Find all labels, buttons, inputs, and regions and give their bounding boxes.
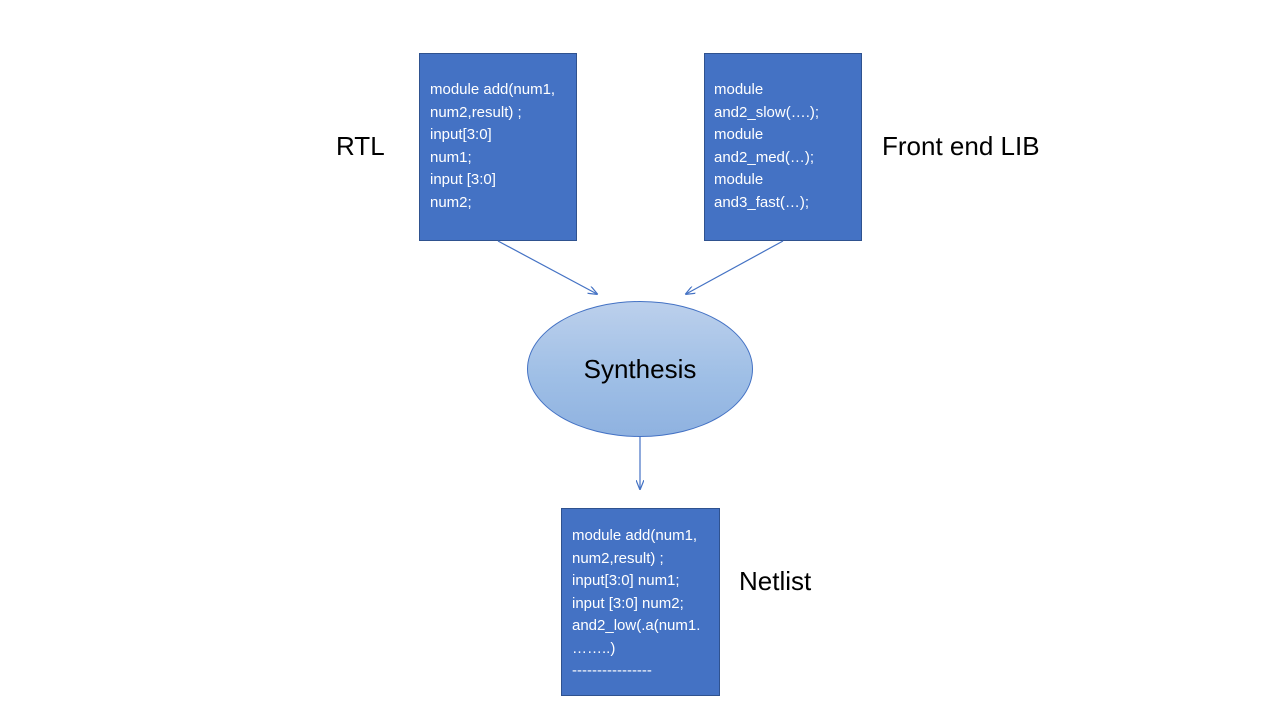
- synthesis-label: Synthesis: [583, 353, 697, 384]
- netlist-code-line: input[3:0] num1;: [572, 572, 680, 589]
- netlist-code-line: and2_low(.a(num1.: [572, 617, 701, 634]
- lib-code-line: and3_fast(…);: [714, 193, 810, 211]
- netlist-code-line: input [3:0] num2;: [572, 594, 684, 612]
- lib-code-line: module: [714, 126, 764, 143]
- netlist-code-line: num2,result) ;: [572, 549, 664, 567]
- lib-code-line: and2_med(…);: [714, 148, 815, 166]
- netlist-code-box: module add(num1, num2,result) ; input[3:…: [561, 508, 720, 696]
- lib-code-line: module: [714, 171, 764, 188]
- rtl-code-line: input [3:0]: [430, 171, 496, 188]
- rtl-code-line: num2;: [430, 193, 472, 211]
- synthesis-node: Synthesis: [527, 301, 753, 437]
- lib-code-line: module: [714, 81, 764, 98]
- lib-to-synthesis-arrow: [686, 240, 784, 294]
- netlist-code-line: ……..): [572, 639, 616, 657]
- netlist-code-line: ----------------: [572, 662, 652, 679]
- front-end-lib-label: Front end LIB: [882, 131, 1040, 161]
- front-end-lib-code-box: module and2_slow(….); module and2_med(…)…: [704, 53, 862, 241]
- rtl-code-line: module add(num1,: [430, 81, 556, 98]
- rtl-code-line: num2,result) ;: [430, 103, 522, 121]
- rtl-code-line: input[3:0]: [430, 126, 492, 143]
- rtl-code-line: num1;: [430, 148, 472, 166]
- netlist-code-line: module add(num1,: [572, 527, 698, 544]
- rtl-to-synthesis-arrow: [497, 240, 597, 294]
- rtl-label: RTL: [336, 131, 385, 161]
- lib-code-line: and2_slow(….);: [714, 103, 820, 121]
- netlist-label: Netlist: [739, 566, 812, 596]
- rtl-code-box: module add(num1, num2,result) ; input[3:…: [419, 53, 577, 241]
